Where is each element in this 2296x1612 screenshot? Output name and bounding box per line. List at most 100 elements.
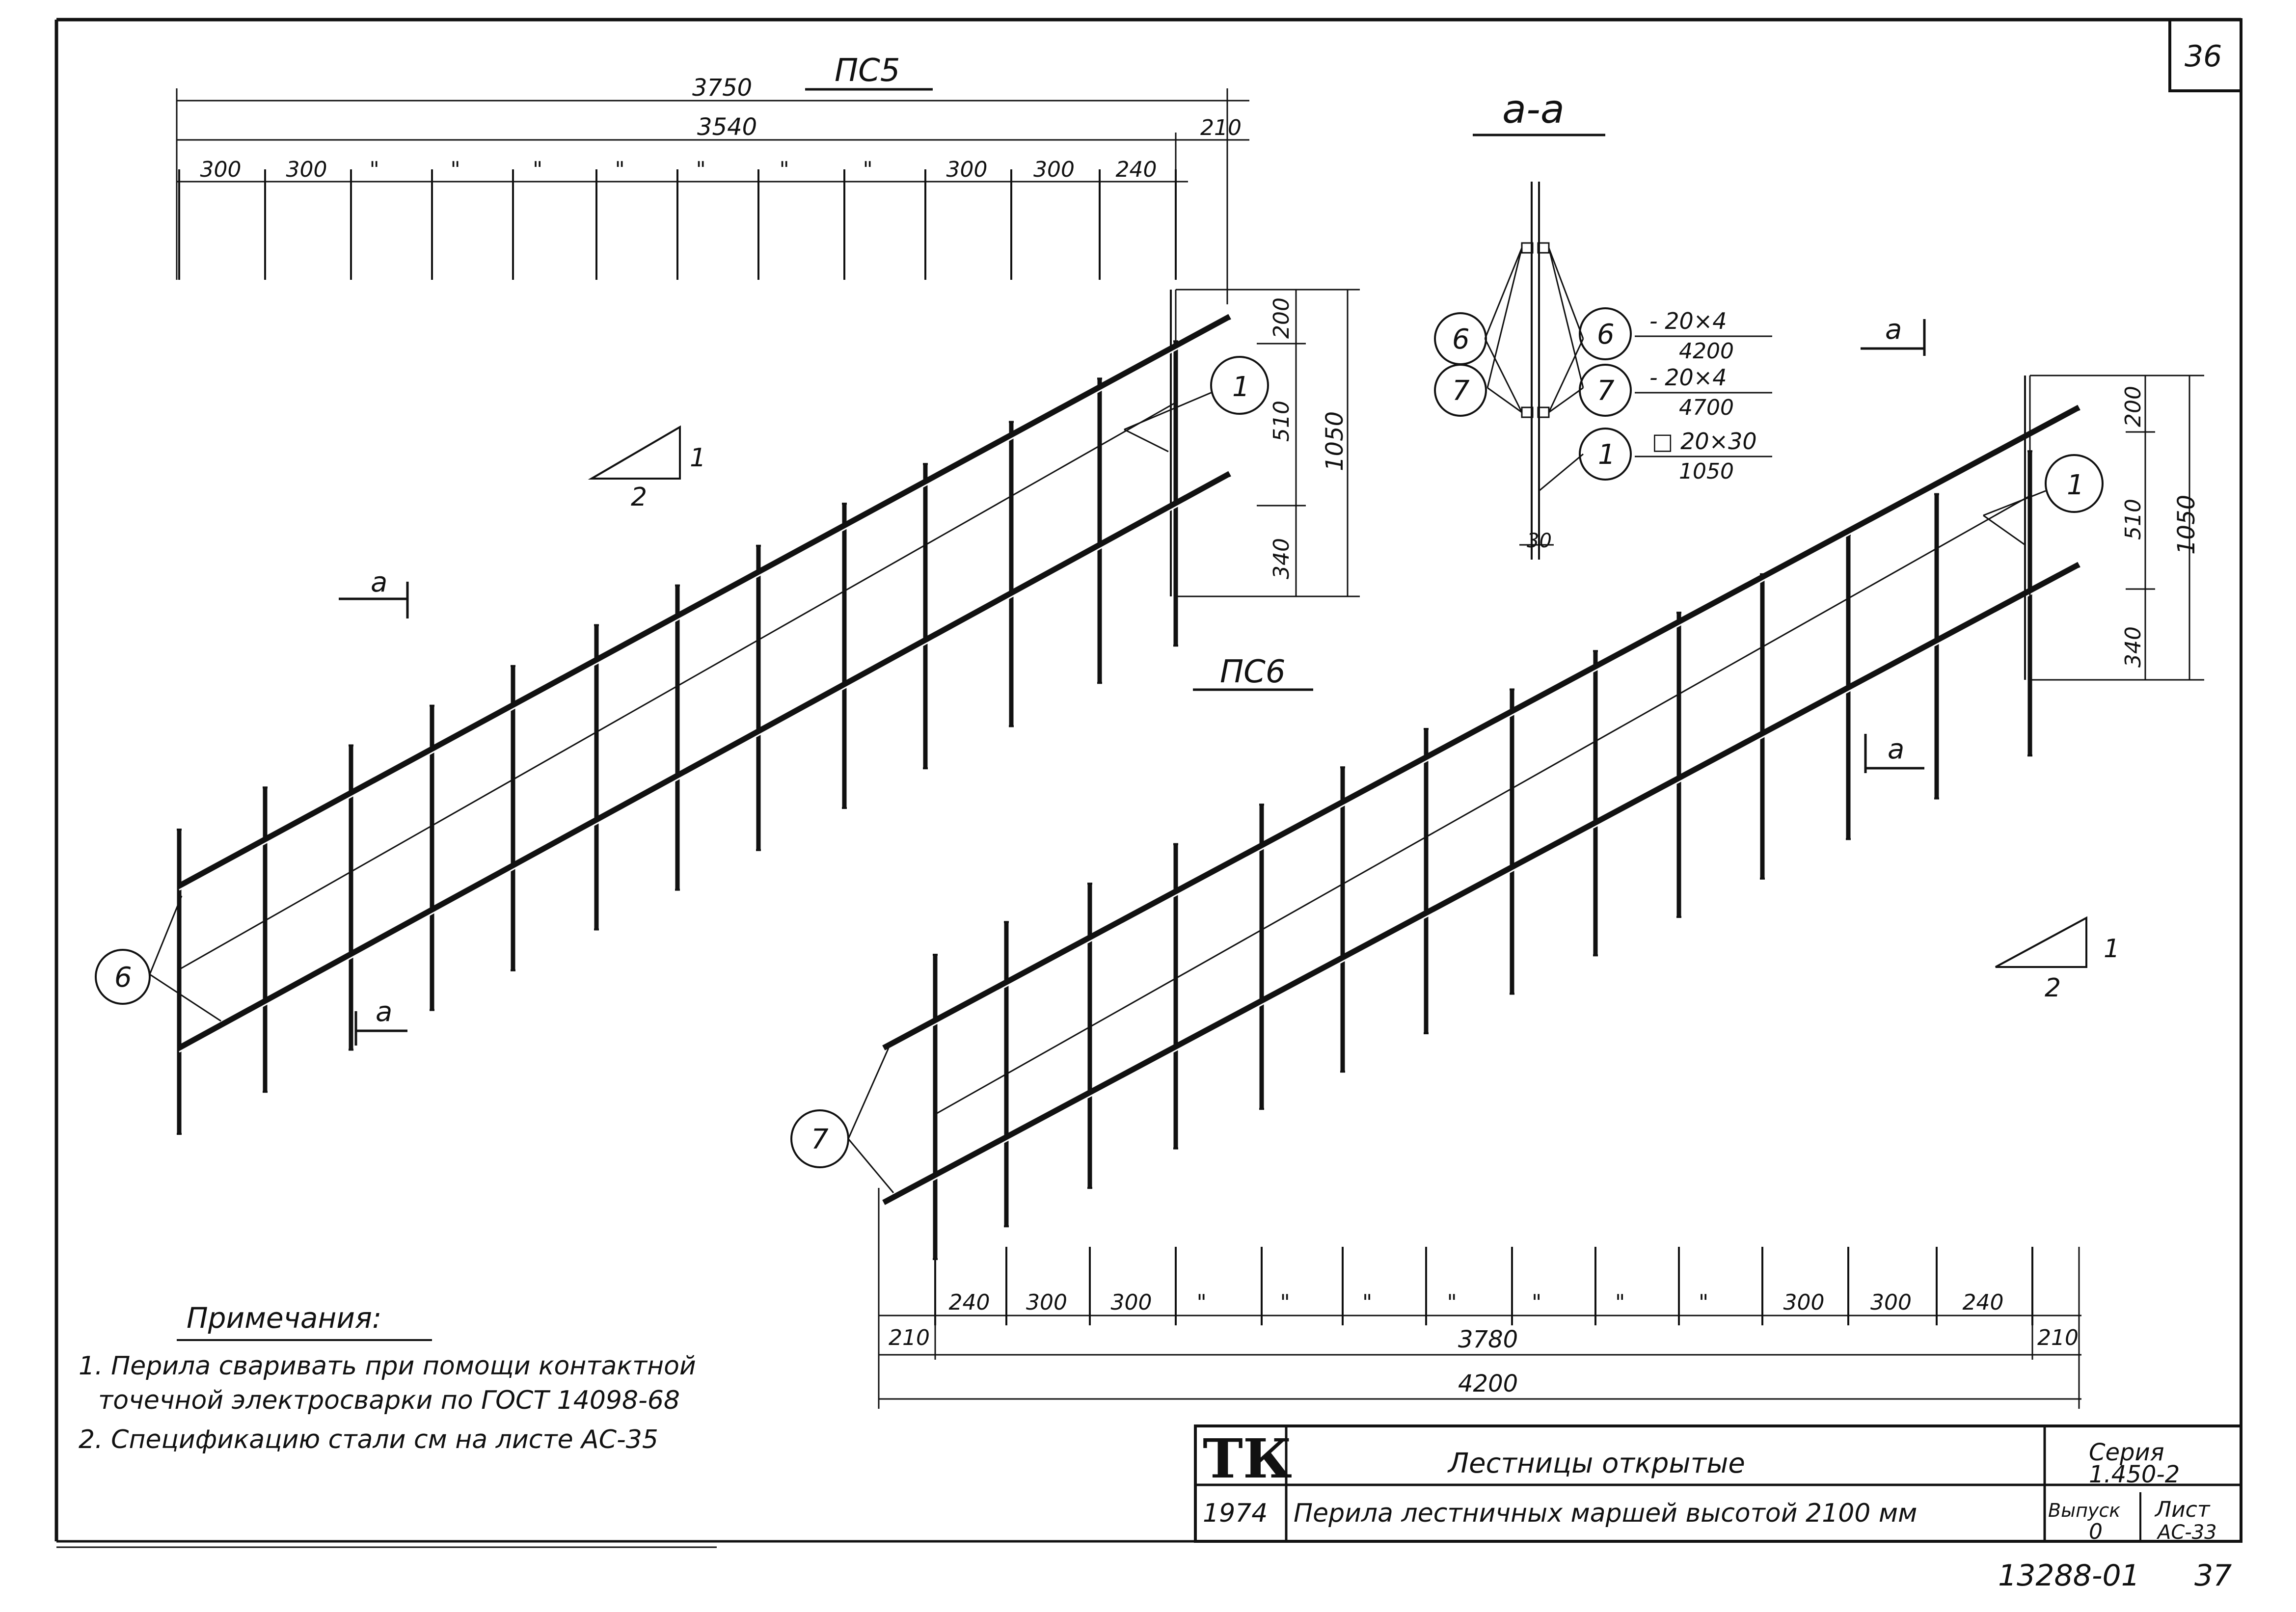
section-mark-7: 7	[1597, 375, 1615, 407]
callout-post-ps5: 1	[1124, 356, 1269, 453]
marker-a-3: a	[1885, 314, 1902, 346]
top-rail-highlight	[179, 320, 1230, 891]
spacing-label: "	[780, 157, 789, 182]
ps6-height-340: 340	[2121, 626, 2146, 668]
notes-title: Примечания:	[187, 1301, 381, 1335]
section-title: a-a	[1502, 86, 1565, 132]
section-mark-6: 6	[1597, 319, 1615, 350]
spacing-label: "	[696, 157, 706, 182]
callout-rail-ps5: 6	[95, 895, 221, 1022]
slope-rise-right: 1	[2104, 934, 2120, 964]
ps6-height-total: 1050	[2173, 495, 2200, 555]
page-number: 37	[2194, 1558, 2232, 1593]
callout-rail-ps6-text: 7	[811, 1124, 829, 1155]
ps6-title: ПС6	[1220, 654, 1286, 690]
slope-rise-left: 1	[690, 443, 706, 473]
spacing-label: "	[615, 157, 625, 182]
marker-a-2: a	[376, 996, 392, 1028]
top-rail	[178, 314, 1231, 889]
callout-rail-ps5-text: 6	[114, 962, 132, 994]
spacing-label: 300	[286, 157, 327, 182]
top-rail	[882, 404, 2080, 1051]
sheet-number-box: 36	[2168, 18, 2242, 92]
section-left-mark-7: 7	[1452, 375, 1470, 407]
bottom-rail	[178, 471, 1231, 1051]
section-item-7-length: 4700	[1679, 395, 1734, 420]
title-block-series-label: Серия	[2089, 1439, 2164, 1466]
spacing-label: "	[1280, 1290, 1290, 1315]
spacing-label: 300	[946, 157, 988, 182]
title-block-issue: 0	[2089, 1519, 2103, 1544]
ps5-dim-end: 210	[1200, 115, 1242, 140]
spacing-label: "	[1615, 1290, 1625, 1315]
ps5-railing	[177, 314, 1231, 1135]
spacing-label: "	[863, 157, 873, 182]
ps6-height-dims: 200 510 340 1050	[2024, 375, 2204, 681]
sheet-frame	[54, 18, 2242, 1548]
spacing-label: 300	[200, 157, 242, 182]
callout-post-ps6: 1	[1983, 454, 2104, 546]
middle-strip	[935, 495, 2030, 1115]
bottom-rail-highlight	[883, 567, 2080, 1208]
section-item-7-profile: - 20×4	[1649, 364, 1727, 391]
section-a-a: a-a 30 6 7 6 7 1 - 20×4 4200 - 20×	[1434, 86, 1772, 560]
spacing-label: 240	[1963, 1290, 2004, 1315]
title-block-series: 1.450-2	[2089, 1461, 2180, 1488]
ps5-height-340: 340	[1269, 538, 1294, 579]
ps6-dim-end: 210	[2037, 1325, 2079, 1350]
spacing-label: 300	[1783, 1290, 1825, 1315]
ps6-dim-overall: 4200	[1458, 1370, 1518, 1397]
top-rail-highlight	[883, 410, 2080, 1053]
marker-a-1: a	[371, 566, 387, 598]
bottom-rail	[882, 562, 2080, 1206]
slope-run-right: 2	[2045, 973, 2061, 1003]
slope-indicator-left: 1 2	[588, 425, 706, 512]
spacing-label: "	[1447, 1290, 1457, 1315]
spacing-label: "	[1197, 1290, 1207, 1315]
spacing-label: 300	[1033, 157, 1075, 182]
title-block-issue-label: Выпуск	[2048, 1500, 2120, 1521]
ps5-height-dims: 200 510 340 1050	[1170, 289, 1360, 597]
notes-line-3: 2. Спецификацию стали см на листе АС-35	[79, 1425, 658, 1454]
notes-line-1: 1. Перила сваривать при помощи контактно…	[79, 1351, 696, 1381]
sheet-number: 36	[2185, 39, 2222, 74]
ps6-dim-run: 3780	[1458, 1326, 1518, 1353]
section-item-1-profile: □ 20×30	[1652, 428, 1757, 455]
spacing-label: 240	[949, 1290, 990, 1315]
spacing-label: 300	[1870, 1290, 1912, 1315]
section-gap-dim: 30	[1527, 530, 1552, 552]
title-block-subtitle: Перила лестничных маршей высотой 2100 мм	[1294, 1499, 1917, 1528]
ps6-dim-start: 210	[889, 1325, 930, 1350]
bottom-rail-highlight	[179, 477, 1230, 1053]
callout-post-ps5-text: 1	[1232, 371, 1250, 403]
slope-run-left: 2	[631, 483, 647, 512]
ps5-height-200: 200	[1269, 297, 1294, 339]
section-item-6-profile: - 20×4	[1649, 308, 1727, 334]
ps5-tick-lines	[178, 169, 1177, 280]
spacing-label: "	[370, 157, 379, 182]
spacing-label: "	[451, 157, 460, 182]
ps6-railing	[882, 404, 2080, 1260]
notes-line-2: точечной электросварки по ГОСТ 14098-68	[98, 1386, 680, 1415]
title-block-sheet: АС-33	[2156, 1521, 2217, 1544]
ps5-height-510: 510	[1269, 401, 1294, 442]
notes: Примечания: 1. Перила сваривать при помо…	[79, 1301, 696, 1454]
ps5-title: ПС5	[835, 53, 900, 89]
title-block-title: Лестницы открытые	[1447, 1448, 1745, 1479]
ps6-height-510: 510	[2121, 499, 2146, 540]
spacing-label: "	[1362, 1290, 1372, 1315]
section-markers: a a a a	[339, 314, 1926, 1046]
middle-strip	[179, 402, 1176, 970]
ps5-dim-run: 3540	[697, 113, 757, 141]
callout-rail-ps6: 7	[790, 1048, 894, 1193]
spacing-label: "	[533, 157, 542, 182]
ps5-dim-overall: 3750	[692, 74, 752, 102]
slope-indicator-right: 1 2	[1995, 916, 2120, 1003]
section-item-1-length: 1050	[1679, 459, 1734, 484]
title-block: ТК Лестницы открытые Серия 1.450-2 1974 …	[1194, 1424, 2242, 1544]
